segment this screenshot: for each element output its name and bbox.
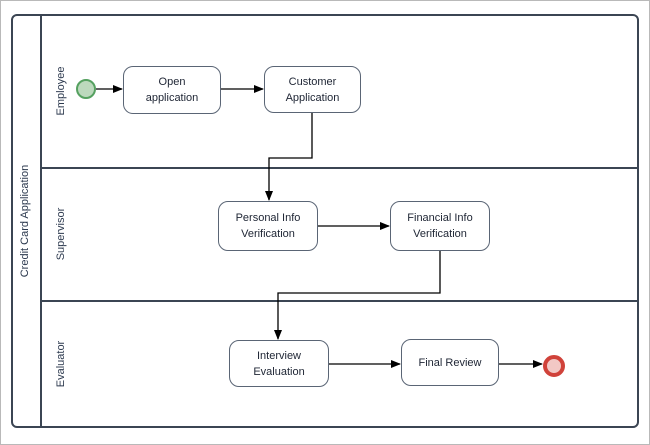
task-label: Customer Application bbox=[285, 75, 340, 104]
task-interview-evaluation[interactable]: Interview Evaluation bbox=[229, 340, 329, 387]
task-customer-application[interactable]: Customer Application bbox=[264, 66, 361, 113]
task-financial-info-verification[interactable]: Financial Info Verification bbox=[390, 201, 490, 251]
end-event[interactable] bbox=[543, 355, 565, 377]
task-final-review[interactable]: Final Review bbox=[401, 339, 499, 386]
start-event[interactable] bbox=[76, 79, 96, 99]
lane-divider bbox=[40, 300, 637, 302]
task-label: Open application bbox=[145, 76, 199, 104]
task-label: Financial Info Verification bbox=[407, 212, 473, 240]
task-personal-info-verification[interactable]: Personal Info Verification bbox=[218, 201, 318, 251]
task-open-application[interactable]: Open application bbox=[123, 66, 221, 114]
task-label: Interview Evaluation bbox=[253, 349, 305, 378]
task-label: Final Review bbox=[418, 356, 482, 369]
task-label: Personal Info Verification bbox=[235, 212, 301, 240]
pool-title-divider bbox=[40, 16, 42, 426]
lane-divider bbox=[40, 167, 637, 169]
